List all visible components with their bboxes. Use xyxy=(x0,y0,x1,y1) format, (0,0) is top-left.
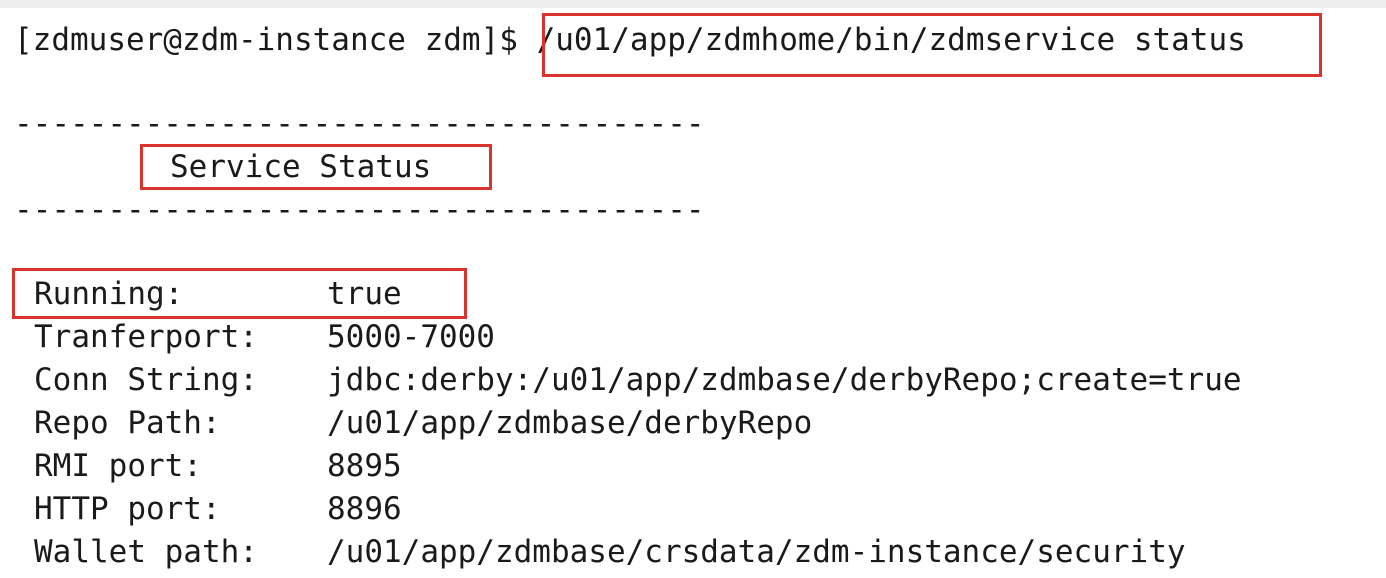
status-key: HTTP port: xyxy=(34,491,221,527)
status-heading: Service Status xyxy=(170,149,432,185)
command-text: /u01/app/zdmhome/bin/zdmservice status xyxy=(517,22,1246,58)
status-value: /u01/app/zdmbase/derbyRepo xyxy=(327,405,813,441)
status-value: jdbc:derby:/u01/app/zdmbase/derbyRepo;cr… xyxy=(327,362,1242,398)
separator-top: ------------------------------------- xyxy=(14,106,705,142)
status-value: 5000-7000 xyxy=(327,319,495,355)
status-key: Wallet path: xyxy=(34,534,258,570)
separator-bottom: ------------------------------------- xyxy=(14,192,705,228)
terminal-output[interactable]: [zdmuser@zdm-instance zdm]$ /u01/app/zdm… xyxy=(0,8,1386,578)
top-strip xyxy=(0,0,1386,8)
status-key: Repo Path: xyxy=(34,405,221,441)
status-value: true xyxy=(327,276,402,312)
status-value: 8896 xyxy=(327,491,402,527)
command-line: [zdmuser@zdm-instance zdm]$ /u01/app/zdm… xyxy=(14,20,1246,60)
shell-prompt: [zdmuser@zdm-instance zdm]$ xyxy=(14,22,518,58)
status-value: /u01/app/zdmbase/crsdata/zdm-instance/se… xyxy=(327,534,1186,570)
status-key: Conn String: xyxy=(34,362,258,398)
status-value: 8895 xyxy=(327,448,402,484)
status-key: Running: xyxy=(34,276,184,312)
status-key: RMI port: xyxy=(34,448,202,484)
status-key: Tranferport: xyxy=(34,319,258,355)
